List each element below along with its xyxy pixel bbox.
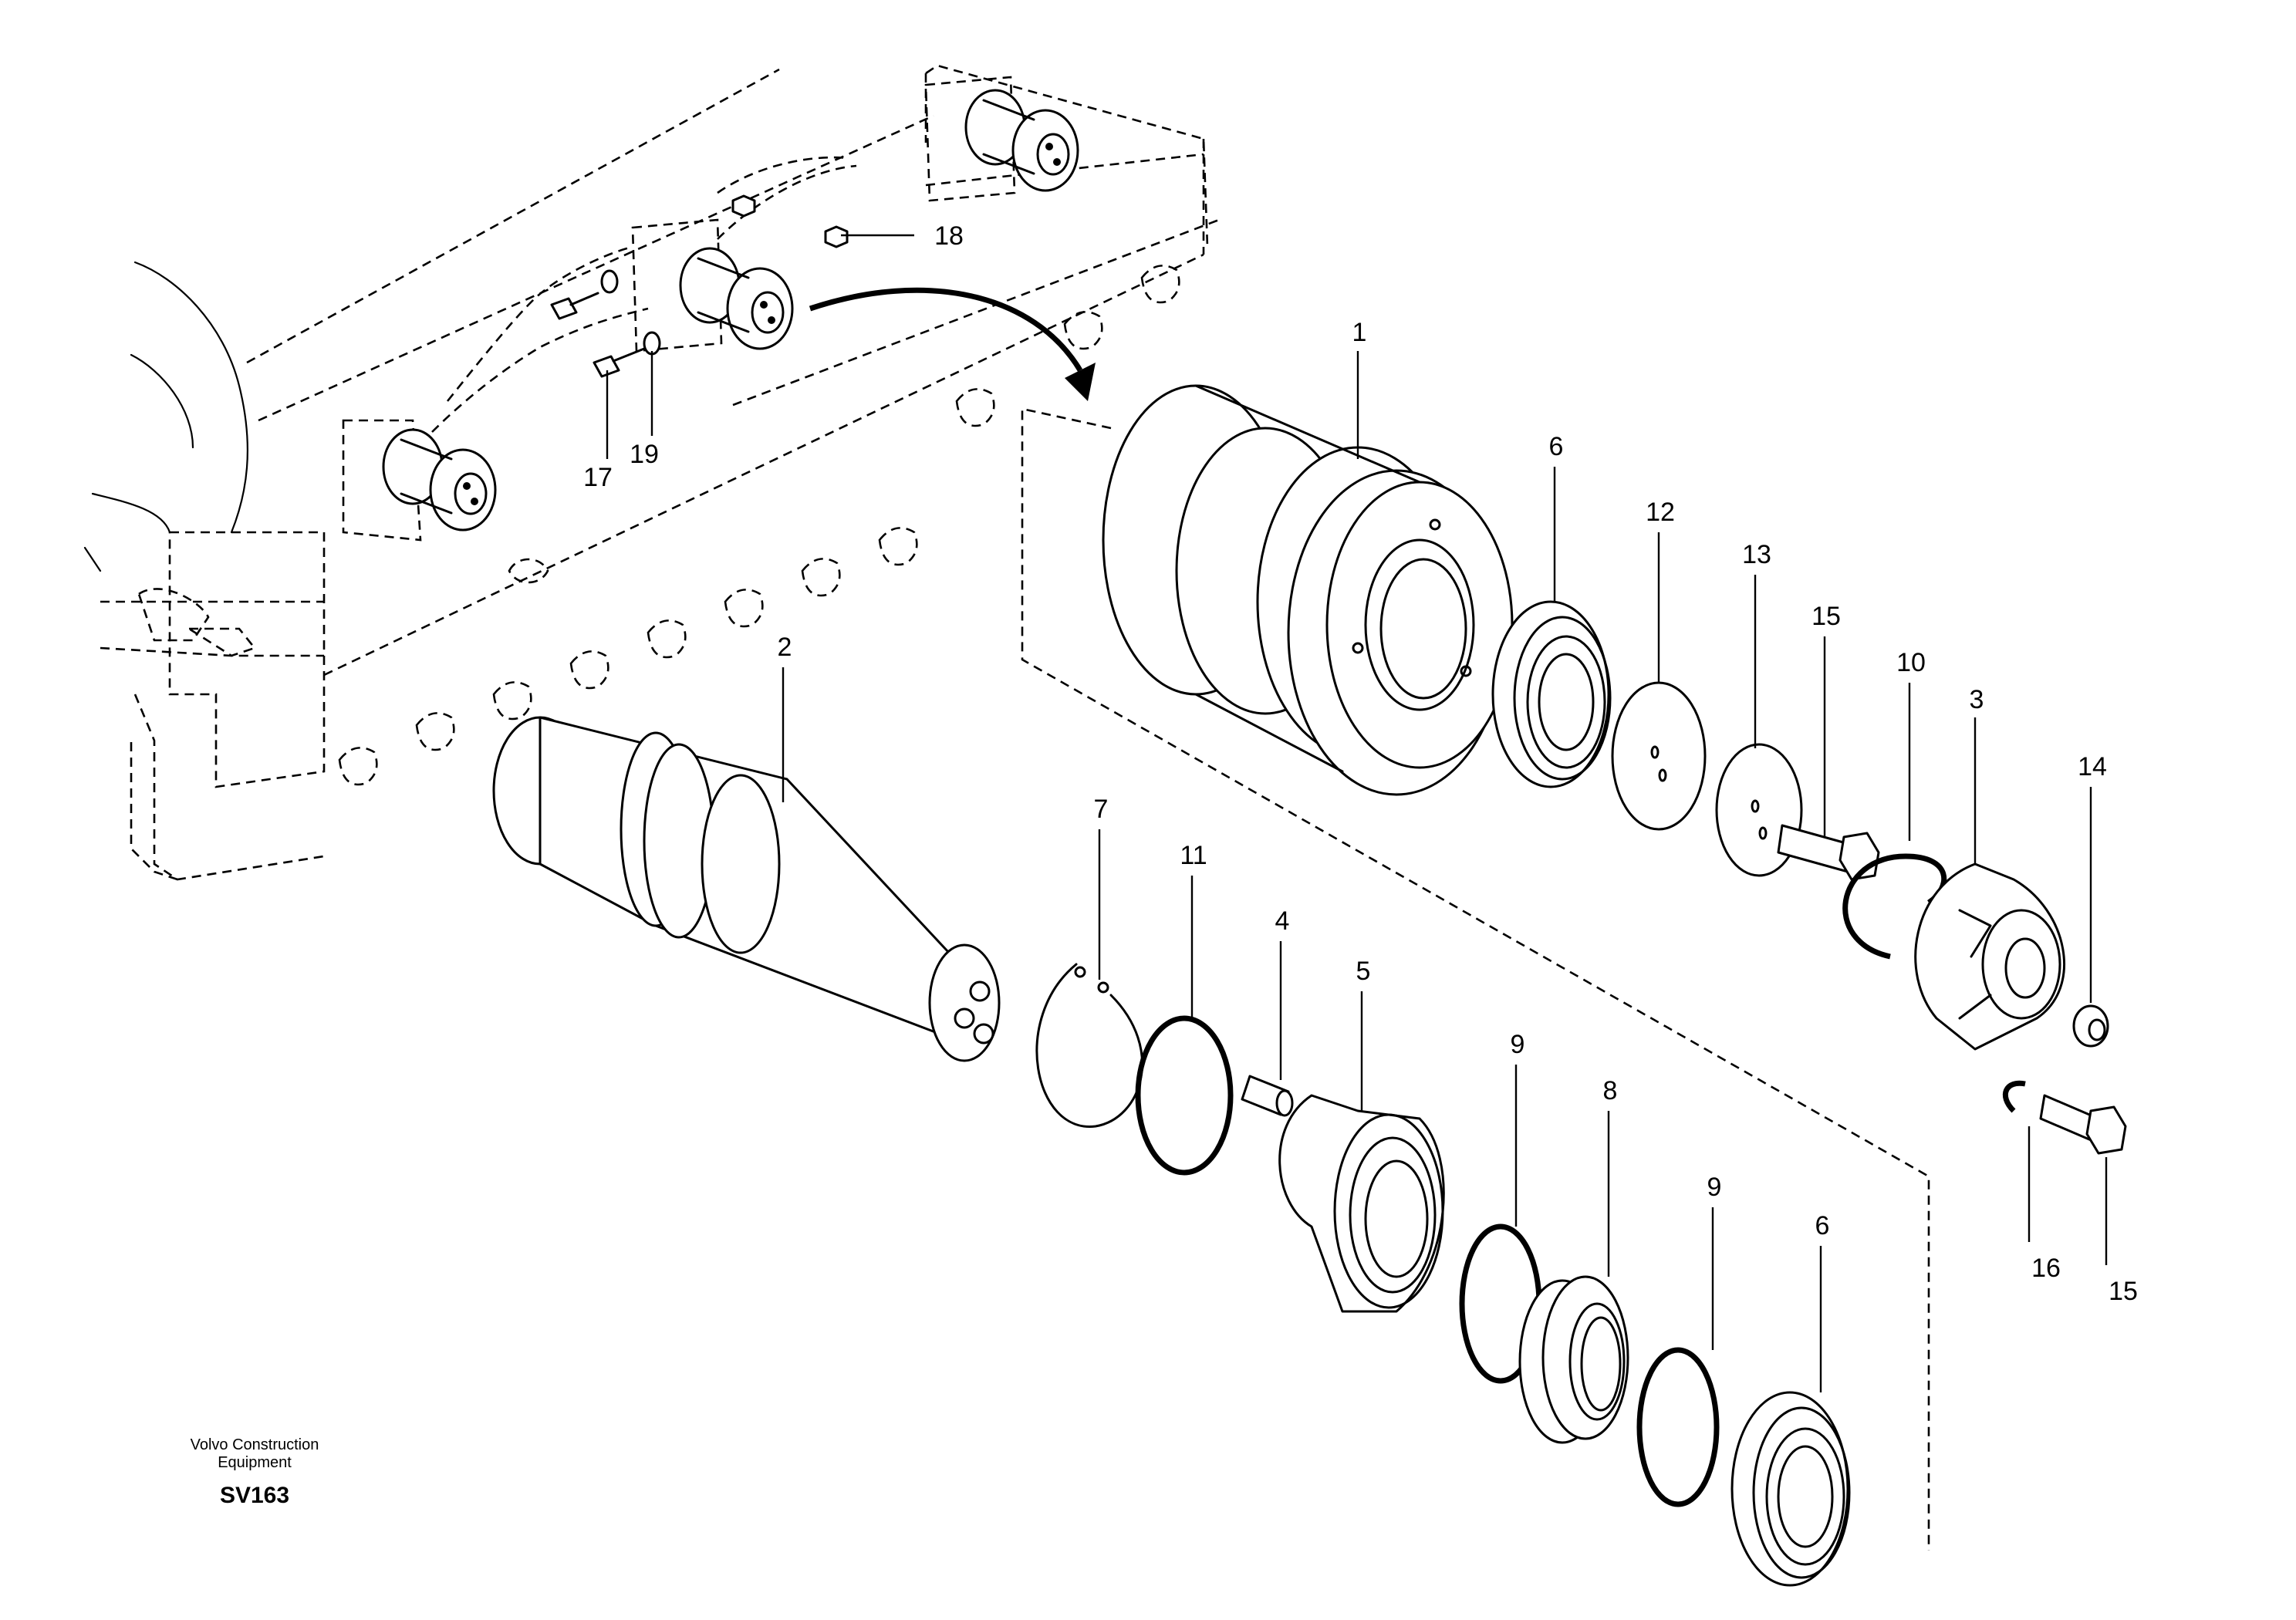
diagram-code: SV163 — [219, 1483, 290, 1508]
nut-18 — [731, 194, 849, 248]
frame-roller-right — [964, 89, 1079, 192]
callout-labels: 1 2 3 4 5 6 6 7 8 9 9 10 11 12 13 14 15 … — [583, 221, 2138, 1306]
frame-roller-left — [382, 428, 497, 532]
callout-2: 2 — [778, 633, 792, 662]
callout-16: 16 — [2031, 1254, 2061, 1283]
callout-15-lower: 15 — [2109, 1277, 2138, 1306]
callout-15-upper: 15 — [1811, 602, 1841, 631]
bearing-6-upper — [1491, 600, 1612, 788]
callout-12: 12 — [1646, 498, 1675, 527]
callout-9-lower: 9 — [1707, 1173, 1722, 1202]
end-plate-3 — [1914, 862, 2065, 1051]
o-ring-9-lower — [1636, 1347, 1720, 1507]
callout-13: 13 — [1742, 540, 1771, 569]
circlip-7 — [1035, 963, 1143, 1128]
callout-8: 8 — [1603, 1076, 1618, 1105]
diagram-caption: Volvo Construction Equipment SV163 — [147, 1436, 363, 1509]
pin-4 — [1241, 1075, 1294, 1117]
callout-6-upper: 6 — [1549, 432, 1564, 461]
callout-1: 1 — [1352, 318, 1367, 347]
roller-body-1 — [1102, 384, 1514, 796]
callout-7: 7 — [1094, 795, 1109, 824]
bolt-15-lower — [2039, 1094, 2127, 1155]
seal-housing-5 — [1278, 1094, 1445, 1313]
curved-arrow-icon — [809, 287, 1096, 401]
callout-19: 19 — [630, 440, 659, 469]
o-ring-11 — [1135, 1015, 1234, 1176]
callout-10: 10 — [1896, 648, 1926, 677]
snap-ring-10 — [1842, 853, 1947, 960]
bearing-6-lower — [1730, 1391, 1851, 1587]
callout-14: 14 — [2078, 752, 2107, 781]
track-frame-outline — [83, 64, 1220, 881]
callout-5: 5 — [1356, 957, 1371, 986]
callout-3: 3 — [1970, 685, 1984, 714]
company-name-line1: Volvo Construction — [190, 1436, 319, 1453]
seal-8 — [1518, 1275, 1629, 1444]
callout-4: 4 — [1275, 906, 1290, 936]
callout-18: 18 — [934, 221, 964, 251]
frame-roller-middle — [679, 247, 794, 350]
lock-washer-16 — [2002, 1080, 2026, 1113]
callout-9-upper: 9 — [1511, 1030, 1525, 1059]
shaft-2 — [492, 716, 1001, 1062]
callout-17: 17 — [583, 463, 613, 492]
track-shoe-outlines — [338, 265, 1180, 786]
callout-6-lower: 6 — [1815, 1211, 1830, 1240]
exploded-view-boundary — [1021, 407, 1930, 1551]
company-name-line2: Equipment — [218, 1454, 292, 1471]
bolt-17 — [550, 292, 646, 378]
disc-12 — [1611, 681, 1707, 831]
plug-14 — [2072, 1004, 2109, 1048]
callout-11: 11 — [1180, 841, 1207, 870]
